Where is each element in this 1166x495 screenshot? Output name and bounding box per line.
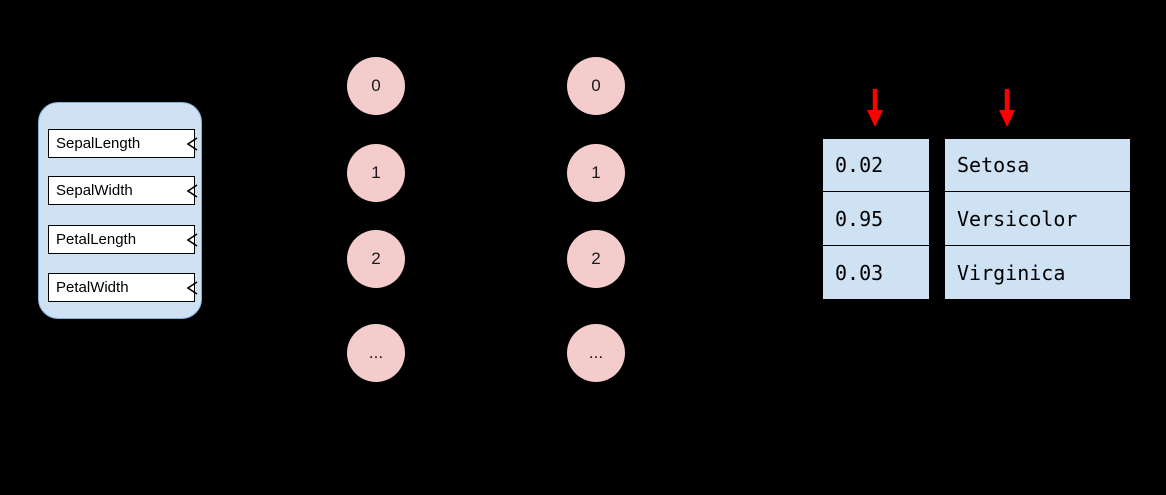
class-label-table: Setosa Versicolor Virginica <box>944 138 1131 300</box>
probability-cell: 0.02 <box>822 138 930 192</box>
probability-cell: 0.95 <box>822 192 930 246</box>
input-features-panel: SepalLength SepalWidth PetalLength Petal… <box>38 102 202 319</box>
feature-box-petal-width: PetalWidth <box>48 273 198 302</box>
feature-input-arrow-icon <box>186 232 198 247</box>
hidden-layer1-node-ellipsis: ... <box>347 324 405 382</box>
hidden-layer2-node-0: 0 <box>567 57 625 115</box>
hidden-layer2-node-2: 2 <box>567 230 625 288</box>
probability-table: 0.02 0.95 0.03 <box>822 138 930 300</box>
class-label-cell: Versicolor <box>944 192 1131 246</box>
hidden-layer1-node-2: 2 <box>347 230 405 288</box>
feature-name: PetalWidth <box>56 279 129 296</box>
class-label-cell: Setosa <box>944 138 1131 192</box>
feature-box-sepal-length: SepalLength <box>48 129 198 158</box>
hidden-layer2-node-1: 1 <box>567 144 625 202</box>
hidden-layer1-node-1: 1 <box>347 144 405 202</box>
hidden-layer1-node-0: 0 <box>347 57 405 115</box>
feature-input-arrow-icon <box>186 183 198 198</box>
feature-box-sepal-width: SepalWidth <box>48 176 198 205</box>
feature-name: PetalLength <box>56 231 137 248</box>
probability-cell: 0.03 <box>822 246 930 300</box>
hidden-layer2-node-ellipsis: ... <box>567 324 625 382</box>
feature-input-arrow-icon <box>186 136 198 151</box>
feature-box-petal-length: PetalLength <box>48 225 198 254</box>
class-label-cell: Virginica <box>944 246 1131 300</box>
label-pointer-arrow-icon <box>999 89 1015 127</box>
feature-input-arrow-icon <box>186 280 198 295</box>
feature-name: SepalLength <box>56 135 141 152</box>
probability-pointer-arrow-icon <box>867 89 883 127</box>
feature-name: SepalWidth <box>56 182 133 199</box>
